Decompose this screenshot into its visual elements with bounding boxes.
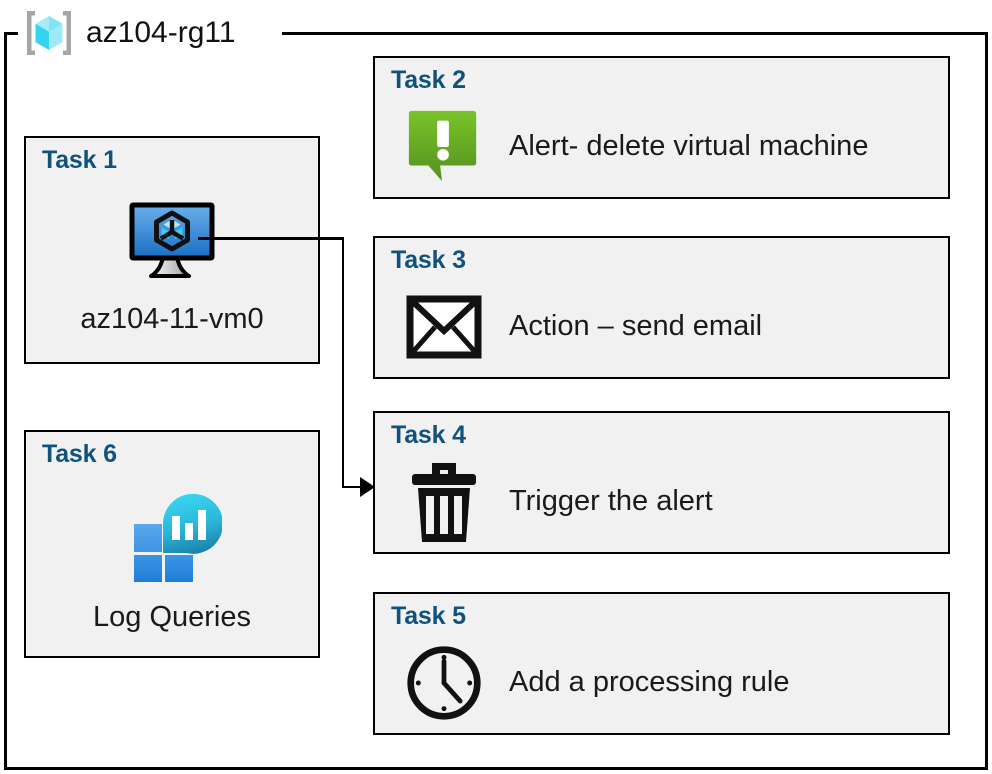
resource-group-header: az104-rg11 — [18, 4, 242, 62]
envelope-icon — [405, 288, 483, 366]
task-1-label: az104-11-vm0 — [80, 303, 264, 335]
container-border-top-left — [4, 32, 22, 35]
task-5-title: Task 5 — [391, 602, 466, 630]
task-5-label: Add a processing rule — [509, 666, 790, 698]
task-card-task-5[interactable]: Task 5 Add a processing rule — [373, 592, 950, 735]
task-3-label: Action – send email — [509, 310, 763, 342]
task-2-label: Alert- delete virtual machine — [509, 130, 869, 162]
trash-can-icon — [405, 462, 483, 542]
connector-segment-horizontal-bottom — [341, 485, 364, 488]
azure-resource-group-icon — [22, 6, 76, 60]
connector-arrowhead-icon — [360, 477, 375, 497]
connector-segment-vertical — [341, 237, 344, 487]
resource-group-name: az104-rg11 — [86, 16, 236, 49]
container-border-top-right — [282, 32, 988, 35]
task-4-title: Task 4 — [391, 421, 466, 449]
container-border-right — [985, 32, 988, 770]
connector-segment-horizontal-top — [198, 237, 344, 240]
task-6-label: Log Queries — [93, 601, 251, 633]
task-card-task-2[interactable]: Task 2 Alert- delete virtual machine — [373, 56, 950, 199]
task-6-title: Task 6 — [42, 440, 117, 468]
container-border-bottom — [4, 767, 988, 770]
task-card-task-6[interactable]: Task 6 — [24, 430, 320, 658]
task-card-task-4[interactable]: Task 4 Trigger the alert — [373, 411, 950, 554]
container-border-left — [4, 32, 7, 770]
clock-icon — [405, 644, 483, 722]
task-1-title: Task 1 — [42, 146, 117, 174]
alert-callout-icon — [405, 108, 483, 186]
task-4-label: Trigger the alert — [509, 485, 713, 517]
task-3-title: Task 3 — [391, 246, 466, 274]
virtual-machine-icon — [124, 200, 220, 289]
task-card-task-1[interactable]: Task 1 — [24, 136, 320, 364]
task-2-title: Task 2 — [391, 66, 466, 94]
task-card-task-3[interactable]: Task 3 Action – send email — [373, 236, 950, 379]
log-analytics-icon — [122, 490, 223, 587]
